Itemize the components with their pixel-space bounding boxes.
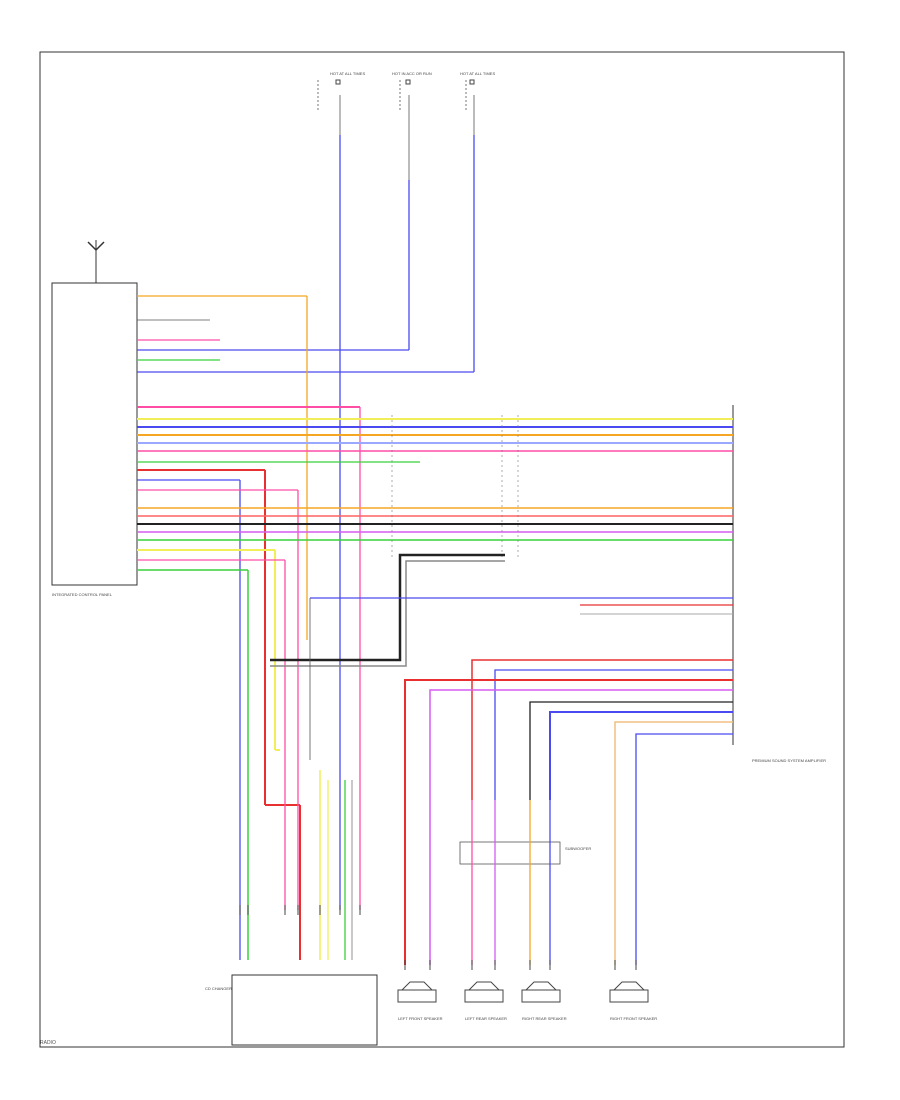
speaker-4-label: RIGHT FRONT SPEAKER xyxy=(610,1016,657,1021)
antenna-icon xyxy=(87,240,105,283)
cd-changer-connector xyxy=(231,974,378,1046)
speaker-right-rear-icon xyxy=(521,981,561,1003)
fuse-block-2: HOT IN ACC OR RUN xyxy=(392,71,432,180)
fuse-block-3: HOT AT ALL TIMES xyxy=(460,71,495,135)
radio-module-box xyxy=(51,282,138,586)
speaker-right-front-icon xyxy=(609,981,649,1003)
fuse-3-label: HOT AT ALL TIMES xyxy=(460,71,495,76)
outer-frame xyxy=(39,51,845,1048)
cd-changer-label: CD CHANGER xyxy=(205,986,232,991)
subwoofer-splice-box xyxy=(459,841,561,865)
connector-pin-markers xyxy=(239,905,637,970)
speaker-left-rear-icon xyxy=(464,981,504,1003)
speaker-left-front-icon xyxy=(397,981,437,1003)
diagram-footer: RADIO xyxy=(40,1040,56,1046)
radio-module-label: INTEGRATED CONTROL PANEL xyxy=(52,592,113,597)
fuse-1-label: HOT AT ALL TIMES xyxy=(330,71,365,76)
fuse-2-label: HOT IN ACC OR RUN xyxy=(392,71,432,76)
speaker-3-label: RIGHT REAR SPEAKER xyxy=(522,1016,567,1021)
splice-label: SUBWOOFER xyxy=(565,846,591,851)
fuse-block-1: HOT AT ALL TIMES xyxy=(317,71,365,135)
speaker-1-label: LEFT FRONT SPEAKER xyxy=(398,1016,443,1021)
speaker-2-label: LEFT REAR SPEAKER xyxy=(465,1016,507,1021)
amp-module-label: PREMIUM SOUND SYSTEM AMPLIFIER xyxy=(752,758,826,763)
